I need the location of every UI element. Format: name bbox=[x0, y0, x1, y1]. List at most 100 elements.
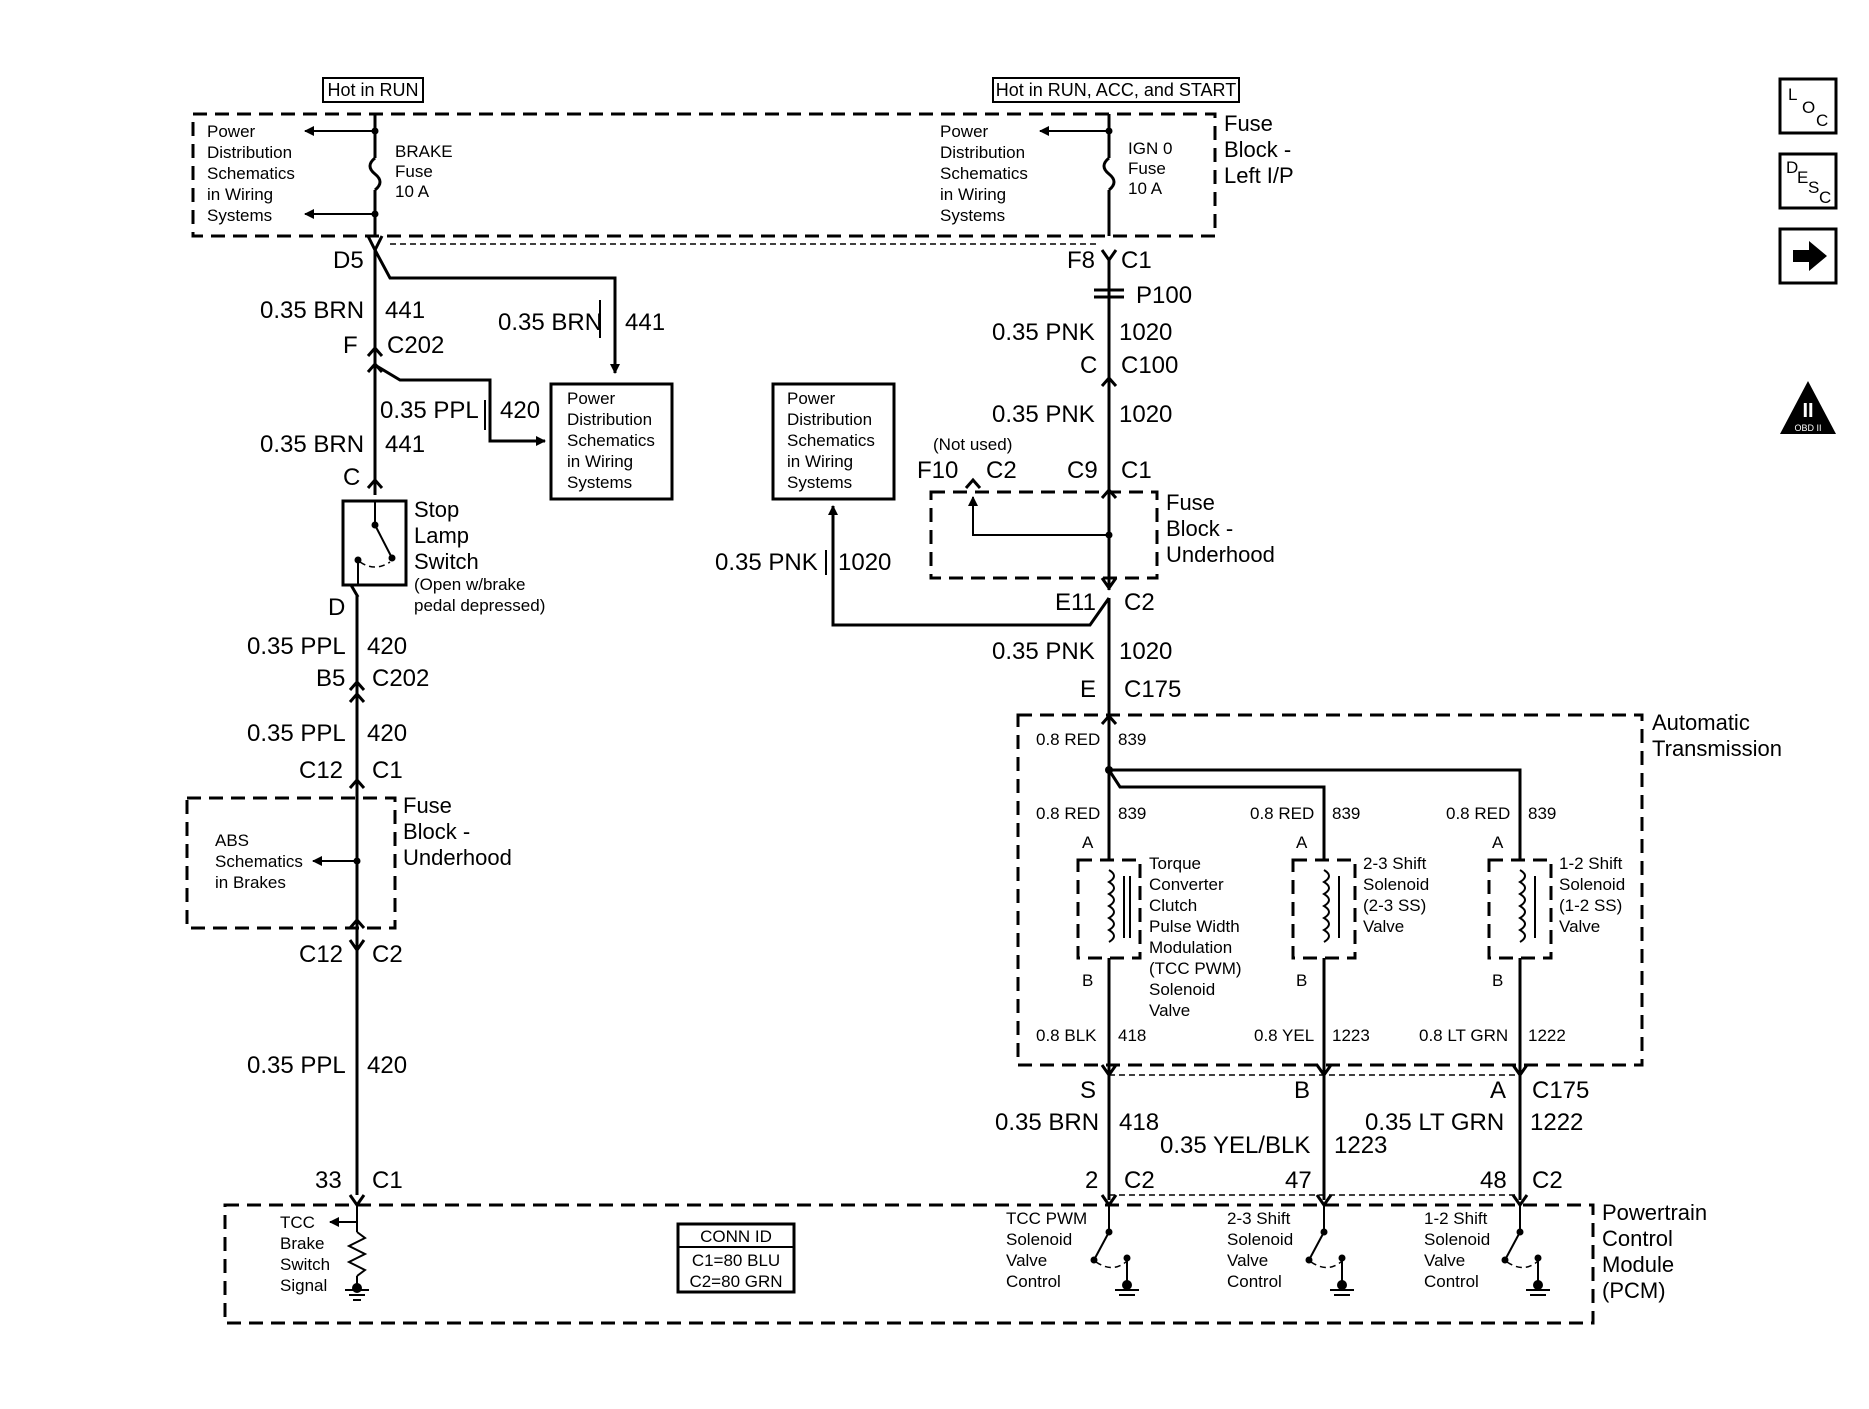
svg-text:pedal depressed): pedal depressed) bbox=[414, 596, 545, 615]
svg-text:(TCC PWM): (TCC PWM) bbox=[1149, 959, 1242, 978]
svg-text:0.35 PPL: 0.35 PPL bbox=[247, 720, 346, 747]
svg-text:Fuse: Fuse bbox=[1224, 111, 1273, 136]
svg-text:C: C bbox=[1819, 188, 1831, 207]
svg-text:Schematics: Schematics bbox=[787, 431, 875, 450]
pds-label-ign: Power Distribution Schematics in Wiring … bbox=[940, 122, 1028, 225]
svg-text:Transmission: Transmission bbox=[1652, 736, 1782, 761]
tcc-brake-switch-signal-label: TCC Brake Switch Signal bbox=[280, 1213, 330, 1295]
svg-text:Systems: Systems bbox=[940, 206, 1005, 225]
svg-text:Distribution: Distribution bbox=[787, 410, 872, 429]
svg-text:1020: 1020 bbox=[1119, 319, 1172, 346]
fuse-block-underhood-right-label: Fuse Block - Underhood bbox=[1166, 490, 1275, 567]
svg-text:C2: C2 bbox=[1124, 1167, 1155, 1194]
d5-label: D5 bbox=[333, 247, 364, 274]
svg-text:2-3 Shift: 2-3 Shift bbox=[1227, 1209, 1291, 1228]
stop-lamp-switch[interactable] bbox=[341, 499, 408, 587]
svg-text:C2: C2 bbox=[1124, 589, 1155, 616]
svg-text:Underhood: Underhood bbox=[403, 845, 512, 870]
svg-text:0.35 BRN: 0.35 BRN bbox=[260, 297, 364, 324]
svg-text:2: 2 bbox=[1085, 1167, 1098, 1194]
svg-text:C2: C2 bbox=[372, 941, 403, 968]
svg-text:1223: 1223 bbox=[1332, 1026, 1370, 1045]
svg-text:Solenoid: Solenoid bbox=[1006, 1230, 1072, 1249]
ign-fuse-symbol bbox=[1102, 156, 1116, 192]
svg-text:0.8 BLK: 0.8 BLK bbox=[1036, 1026, 1097, 1045]
svg-text:1223: 1223 bbox=[1334, 1132, 1387, 1159]
svg-text:IGN 0: IGN 0 bbox=[1128, 139, 1172, 158]
svg-text:Clutch: Clutch bbox=[1149, 896, 1197, 915]
svg-text:Schematics: Schematics bbox=[940, 164, 1028, 183]
svg-text:Solenoid: Solenoid bbox=[1424, 1230, 1490, 1249]
svg-text:0.35 BRN: 0.35 BRN bbox=[995, 1109, 1099, 1136]
svg-text:0.35 PNK: 0.35 PNK bbox=[715, 549, 818, 576]
ss23-solenoid[interactable] bbox=[1291, 858, 1357, 960]
svg-text:0.8 RED: 0.8 RED bbox=[1036, 804, 1100, 823]
svg-text:Schematics: Schematics bbox=[215, 852, 303, 871]
svg-text:OBD II: OBD II bbox=[1794, 423, 1821, 433]
svg-text:Solenoid: Solenoid bbox=[1559, 875, 1625, 894]
svg-text:0.35 YEL/BLK: 0.35 YEL/BLK bbox=[1160, 1132, 1310, 1159]
automatic-transmission-label: Automatic Transmission bbox=[1652, 710, 1782, 761]
svg-text:C2: C2 bbox=[1532, 1167, 1563, 1194]
svg-text:B5: B5 bbox=[316, 665, 345, 692]
ss12-solenoid[interactable] bbox=[1487, 858, 1553, 960]
fuse-block-underhood-left-label: Fuse Block - Underhood bbox=[403, 793, 512, 870]
svg-text:0.8 RED: 0.8 RED bbox=[1446, 804, 1510, 823]
svg-text:Hot in RUN, ACC, and START: Hot in RUN, ACC, and START bbox=[996, 80, 1236, 100]
loc-button[interactable]: L O C bbox=[1778, 77, 1838, 135]
svg-text:47: 47 bbox=[1285, 1167, 1312, 1194]
svg-text:Control: Control bbox=[1006, 1272, 1061, 1291]
svg-text:B: B bbox=[1294, 1077, 1310, 1104]
svg-text:in Brakes: in Brakes bbox=[215, 873, 286, 892]
svg-text:420: 420 bbox=[367, 1052, 407, 1079]
pds-box-brake[interactable]: Power Distribution Schematics in Wiring … bbox=[549, 382, 674, 501]
svg-text:in Wiring: in Wiring bbox=[940, 185, 1006, 204]
svg-text:Power: Power bbox=[207, 122, 256, 141]
ss23-driver bbox=[1305, 1205, 1354, 1296]
svg-text:Hot in RUN: Hot in RUN bbox=[327, 80, 418, 100]
svg-text:C1: C1 bbox=[1121, 247, 1152, 274]
svg-text:C1: C1 bbox=[372, 1167, 403, 1194]
svg-text:E: E bbox=[1080, 676, 1096, 703]
svg-text:C: C bbox=[1816, 111, 1828, 130]
svg-text:839: 839 bbox=[1118, 804, 1146, 823]
svg-text:1-2 Shift: 1-2 Shift bbox=[1424, 1209, 1488, 1228]
pds-box-ign[interactable]: Power Distribution Schematics in Wiring … bbox=[771, 382, 896, 501]
svg-text:A: A bbox=[1492, 833, 1504, 852]
svg-text:C100: C100 bbox=[1121, 352, 1178, 379]
svg-text:Solenoid: Solenoid bbox=[1227, 1230, 1293, 1249]
svg-text:C: C bbox=[343, 464, 360, 491]
svg-text:441: 441 bbox=[385, 431, 425, 458]
desc-button[interactable]: D E S C bbox=[1778, 152, 1838, 210]
svg-text:Systems: Systems bbox=[207, 206, 272, 225]
svg-text:0.35 PPL: 0.35 PPL bbox=[380, 397, 479, 424]
svg-text:in Wiring: in Wiring bbox=[207, 185, 273, 204]
svg-text:420: 420 bbox=[500, 397, 540, 424]
svg-text:E: E bbox=[1797, 168, 1808, 187]
tcc-pwm-solenoid[interactable] bbox=[1076, 858, 1142, 960]
abs-schematics-label: ABS Schematics in Brakes bbox=[215, 831, 303, 892]
svg-text:A: A bbox=[1490, 1077, 1506, 1104]
ss12-solenoid-label: 1-2 Shift Solenoid (1-2 SS) Valve bbox=[1559, 854, 1625, 936]
svg-text:420: 420 bbox=[367, 720, 407, 747]
svg-text:ABS: ABS bbox=[215, 831, 249, 850]
next-arrow-button[interactable] bbox=[1778, 227, 1838, 285]
svg-text:F8: F8 bbox=[1067, 247, 1095, 274]
svg-text:Valve: Valve bbox=[1559, 917, 1600, 936]
svg-text:0.35 PPL: 0.35 PPL bbox=[247, 633, 346, 660]
svg-text:B: B bbox=[1296, 971, 1307, 990]
svg-text:B: B bbox=[1082, 971, 1093, 990]
svg-text:839: 839 bbox=[1118, 730, 1146, 749]
svg-text:0.35 BRN: 0.35 BRN bbox=[498, 309, 602, 336]
svg-text:Brake: Brake bbox=[280, 1234, 324, 1253]
svg-text:in Wiring: in Wiring bbox=[787, 452, 853, 471]
svg-text:0.8 YEL: 0.8 YEL bbox=[1254, 1026, 1314, 1045]
svg-text:D: D bbox=[328, 594, 345, 621]
svg-text:C12: C12 bbox=[299, 941, 343, 968]
svg-text:Block -: Block - bbox=[403, 819, 470, 844]
svg-text:TCC PWM: TCC PWM bbox=[1006, 1209, 1087, 1228]
svg-text:Module: Module bbox=[1602, 1252, 1674, 1277]
ss23-solenoid-label: 2-3 Shift Solenoid (2-3 SS) Valve bbox=[1363, 854, 1429, 936]
svg-text:P100: P100 bbox=[1136, 282, 1192, 309]
svg-text:Valve: Valve bbox=[1363, 917, 1404, 936]
